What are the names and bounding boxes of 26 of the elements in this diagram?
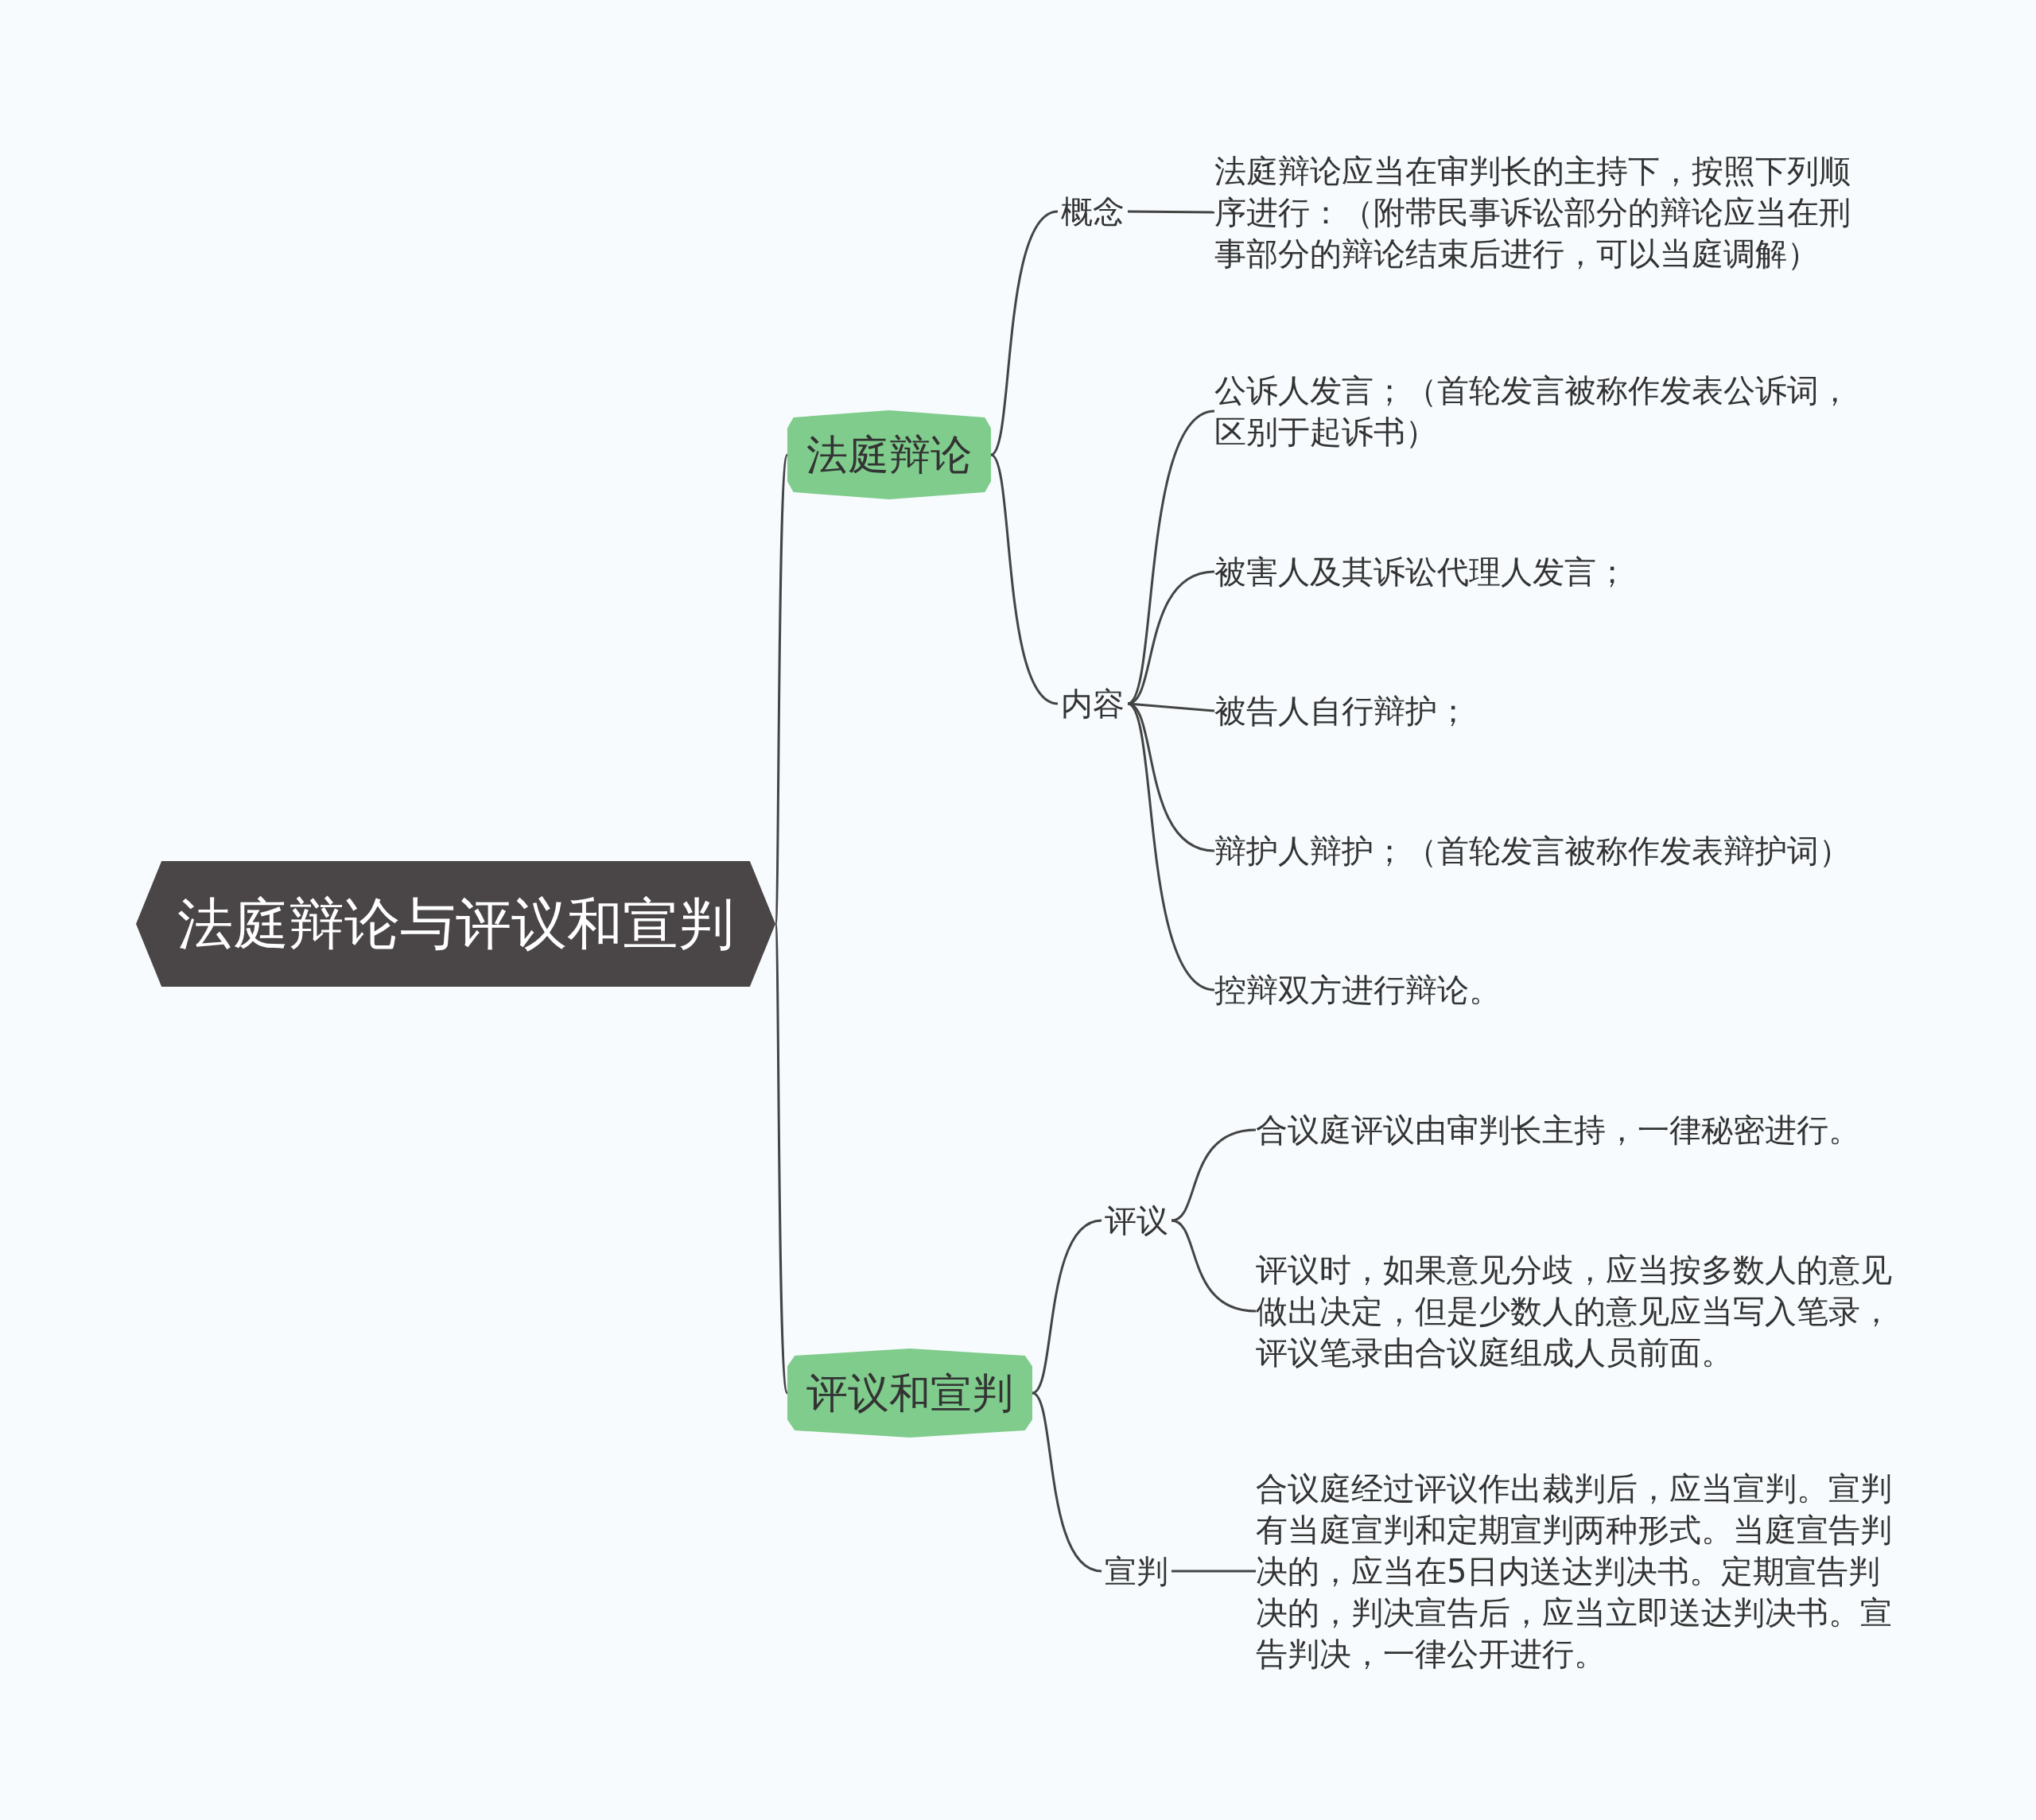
detail-text: 公诉人发言；（首轮发言被称作发表公诉词，区别于起诉书）	[1214, 370, 1867, 452]
subtopic-label: 评议	[1102, 1200, 1171, 1241]
connector-line	[1127, 570, 1215, 705]
detail-text: 评议时，如果意见分歧，应当按多数人的意见做出决定，但是少数人的意见应当写入笔录，评议笔录由合议庭组成人员前面。	[1256, 1249, 1908, 1373]
detail-text: 法庭辩论应当在审判长的主持下，按照下列顺序进行：（附带民事诉讼部分的辩论应当在刑事部分的辩论结束后进行，可以当庭调解）	[1214, 150, 1867, 274]
detail-text: 辩护人辩护；（首轮发言被称作发表辩护词）	[1214, 830, 1851, 871]
detail-text: 合议庭评议由审判长主持，一律秘密进行。	[1256, 1109, 1860, 1151]
connector-line	[1032, 1391, 1102, 1573]
connector-line	[1032, 1219, 1102, 1395]
connector-line	[1171, 1219, 1257, 1313]
connector-line	[774, 923, 789, 1394]
connector-line	[774, 454, 789, 925]
detail-text: 被害人及其诉讼代理人发言；	[1214, 551, 1628, 592]
subtopic-label: 宣判	[1102, 1550, 1171, 1592]
connector-line	[1171, 1570, 1256, 1573]
detail-text: 控辩双方进行辩论。	[1214, 969, 1501, 1011]
subtopic-label: 概念	[1058, 191, 1128, 232]
central-topic: 法庭辩论与评议和宣判	[136, 861, 775, 987]
topic-box: 评议和宣判	[787, 1349, 1032, 1438]
connector-line	[1127, 702, 1215, 991]
subtopic-label: 内容	[1058, 683, 1128, 724]
detail-text: 合议庭经过评议作出裁判后，应当宣判。宣判有当庭宣判和定期宣判两种形式。当庭宣告判决的，应当在5日内送达判决书。定期宣告判决的，判决宣告后，应当立即送达判决书。宣告判决，一律公开进行。	[1256, 1468, 1908, 1674]
topic-box: 法庭辩论	[787, 410, 991, 499]
connector-line	[1171, 1128, 1257, 1222]
connector-line	[1128, 210, 1214, 214]
detail-text: 被告人自行辩护；	[1214, 690, 1469, 731]
